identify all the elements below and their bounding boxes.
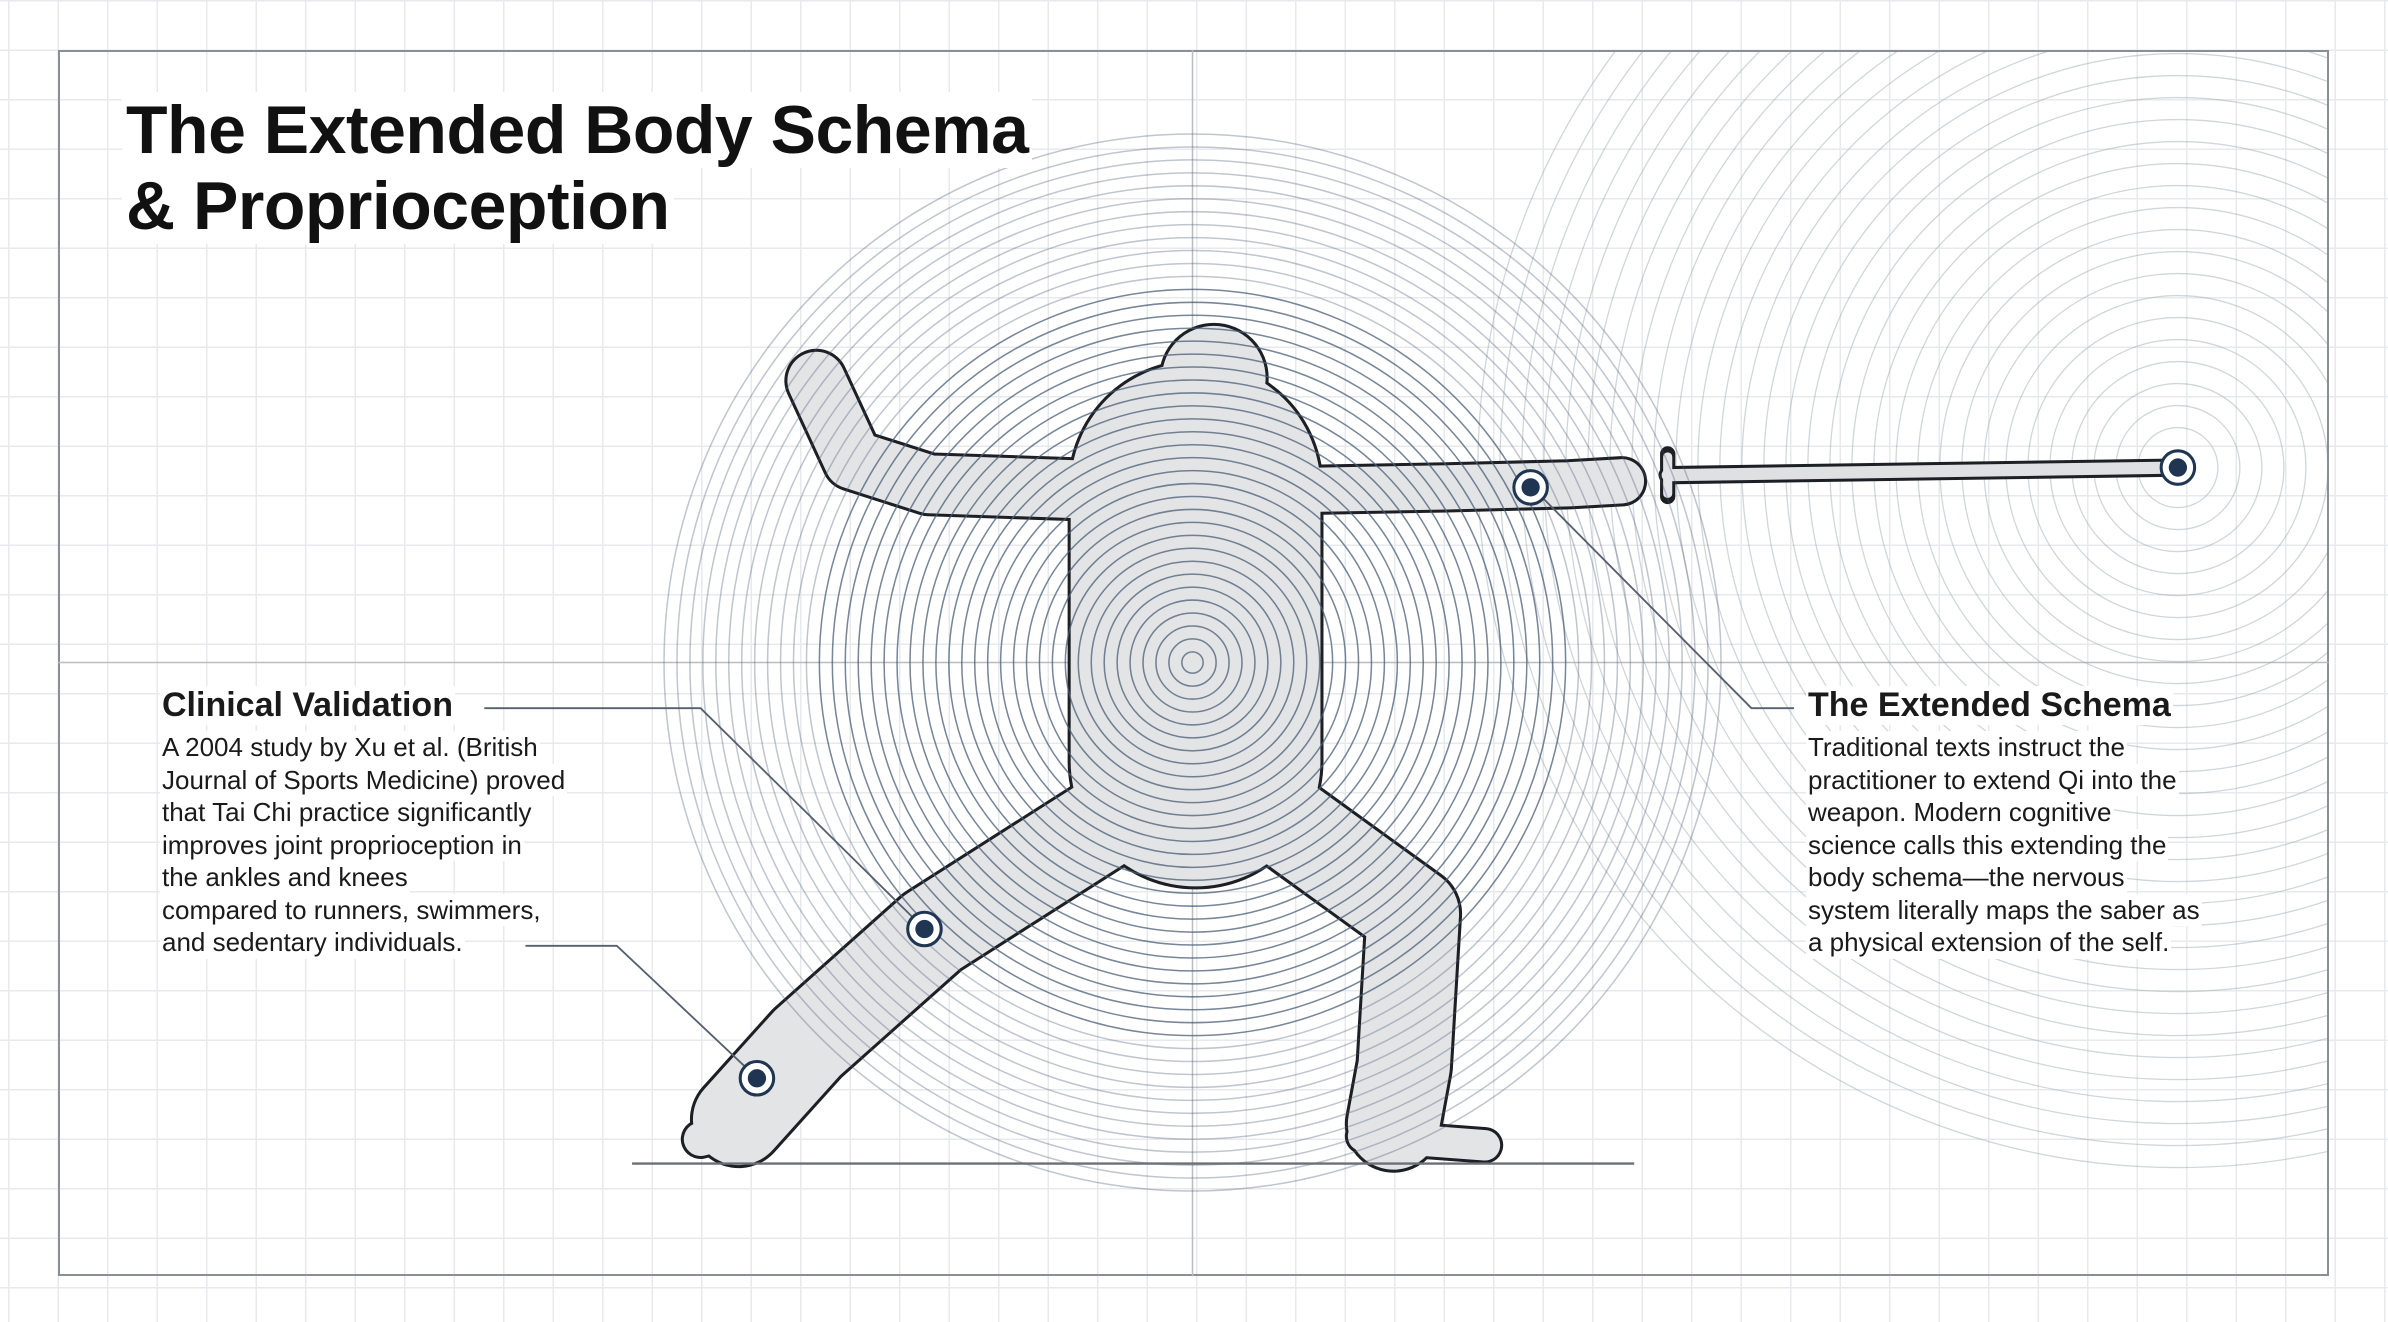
proprioception-ring	[715, 185, 1670, 1140]
leader-line-clinical-knee	[484, 707, 915, 920]
extended-schema-callout: The Extended Schema Traditional texts in…	[1806, 686, 2202, 959]
extended-line: Traditional texts instruct the	[1806, 731, 2127, 764]
proprioception-ring	[1168, 638, 1217, 687]
proprioception-ring	[935, 405, 1450, 920]
extended-line: science calls this extending the	[1806, 828, 2169, 861]
clinical-validation-callout: Clinical Validation A 2004 study by Xu e…	[160, 686, 568, 959]
proprioception-ring	[857, 327, 1528, 998]
proprioception-rings	[663, 133, 1722, 1192]
proprioception-ring	[948, 418, 1437, 907]
proprioception-ring	[702, 172, 1683, 1153]
clinical-line: and sedentary individuals.	[160, 926, 465, 959]
proprioception-ring	[1155, 625, 1230, 700]
proprioception-ring	[961, 431, 1425, 895]
knee-marker	[906, 910, 943, 948]
proprioception-ring	[1038, 508, 1347, 817]
clinical-line: the ankles and knees	[160, 861, 410, 894]
title-line-1: The Extended Body Schema	[122, 92, 1033, 168]
proprioception-ring	[909, 379, 1476, 946]
saber-tip-arc	[1477, 52, 2328, 1169]
proprioception-ring	[870, 340, 1515, 985]
proprioception-ring	[1077, 547, 1308, 778]
proprioception-ring	[740, 210, 1645, 1115]
proprioception-ring	[1090, 560, 1295, 765]
proprioception-ring	[1064, 534, 1321, 791]
leader-line-extended-wrist	[1540, 495, 1795, 710]
proprioception-ring	[779, 249, 1606, 1076]
proprioception-ring	[1142, 612, 1243, 713]
extended-line: a physical extension of the self.	[1806, 926, 2172, 959]
proprioception-ring	[676, 146, 1709, 1179]
extended-body: Traditional texts instruct the practitio…	[1806, 731, 2202, 959]
proprioception-ring	[663, 133, 1722, 1192]
clinical-heading: Clinical Validation	[160, 686, 455, 725]
proprioception-ring	[973, 443, 1412, 882]
proprioception-ring	[986, 456, 1399, 869]
proprioception-ring	[1116, 586, 1269, 739]
clinical-line: compared to runners, swimmers,	[160, 893, 543, 926]
proprioception-ring	[805, 275, 1580, 1050]
page-title: The Extended Body Schema & Proprioceptio…	[122, 92, 1033, 244]
proprioception-ring	[922, 392, 1463, 933]
leader-line-clinical-ankle	[525, 944, 750, 1072]
saber-tip-arc	[1499, 52, 2328, 1147]
proprioception-ring	[883, 353, 1502, 972]
clinical-body: A 2004 study by Xu et al. (British Journ…	[160, 731, 568, 959]
proprioception-ring	[1051, 521, 1334, 804]
clinical-line: improves joint proprioception in	[160, 828, 524, 861]
proprioception-ring	[689, 159, 1696, 1166]
proprioception-ring	[792, 262, 1593, 1063]
clinical-line: that Tai Chi practice significantly	[160, 796, 534, 829]
proprioception-ring	[1025, 495, 1360, 830]
proprioception-ring	[1103, 573, 1282, 752]
clinical-line: Journal of Sports Medicine) proved	[160, 763, 568, 796]
ankle-marker	[738, 1060, 776, 1097]
extended-line: practitioner to extend Qi into the	[1806, 763, 2179, 796]
proprioception-ring	[1012, 482, 1373, 843]
proprioception-ring	[1181, 651, 1204, 674]
proprioception-ring	[999, 469, 1386, 856]
proprioception-ring	[753, 223, 1632, 1102]
extended-line: body schema—the nervous	[1806, 861, 2127, 894]
saber-tip-arc	[1653, 52, 2328, 993]
proprioception-ring	[1129, 599, 1256, 726]
extended-line: weapon. Modern cognitive	[1806, 796, 2114, 829]
extended-line: system literally maps the saber as	[1806, 893, 2202, 926]
wrist-marker	[1512, 469, 1549, 506]
proprioception-ring	[818, 288, 1567, 1037]
proprioception-ring	[844, 314, 1541, 1011]
proprioception-ring	[896, 366, 1489, 959]
proprioception-ring	[831, 301, 1554, 1024]
extended-heading: The Extended Schema	[1806, 686, 2173, 725]
proprioception-ring	[766, 236, 1619, 1089]
proprioception-ring	[727, 197, 1658, 1128]
title-line-2: & Proprioception	[122, 168, 674, 244]
saber-tip-marker	[2159, 449, 2197, 486]
clinical-line: A 2004 study by Xu et al. (British	[160, 731, 540, 764]
